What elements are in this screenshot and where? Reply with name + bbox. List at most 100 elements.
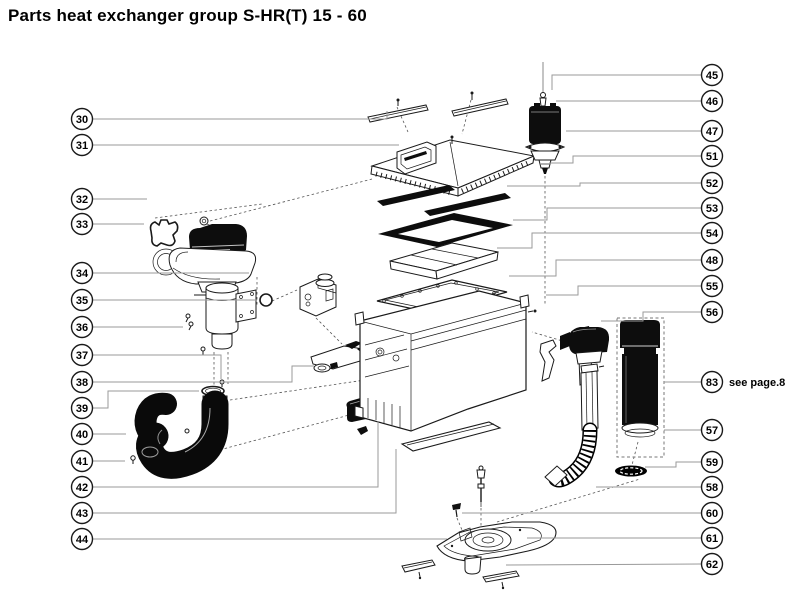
svg-text:57: 57 bbox=[706, 425, 718, 437]
svg-text:48: 48 bbox=[706, 255, 718, 267]
leader-52 bbox=[507, 182, 701, 187]
callout-83[interactable]: 83 see page.8 bbox=[700, 370, 786, 394]
callout-46[interactable]: 46 bbox=[700, 89, 724, 113]
leader-42 bbox=[93, 421, 379, 488]
svg-text:47: 47 bbox=[706, 126, 718, 138]
svg-text:38: 38 bbox=[76, 377, 88, 389]
svg-text:53: 53 bbox=[706, 203, 718, 215]
leader-30 bbox=[93, 111, 388, 120]
leader-37 bbox=[93, 354, 222, 379]
svg-text:44: 44 bbox=[76, 534, 89, 546]
leader-51 bbox=[549, 155, 701, 164]
svg-text:32: 32 bbox=[76, 194, 88, 206]
callout-32[interactable]: 32 bbox=[70, 187, 94, 211]
svg-text:52: 52 bbox=[706, 178, 718, 190]
svg-text:56: 56 bbox=[706, 307, 718, 319]
svg-text:36: 36 bbox=[76, 322, 88, 334]
svg-text:55: 55 bbox=[706, 281, 718, 293]
callout-36[interactable]: 36 bbox=[70, 315, 94, 339]
part-seal-ring bbox=[615, 465, 647, 477]
leader-38 bbox=[93, 365, 314, 383]
callout-59[interactable]: 59 bbox=[700, 450, 724, 474]
exploded-view-illustration bbox=[130, 62, 665, 590]
callout-38[interactable]: 38 bbox=[70, 370, 94, 394]
svg-text:54: 54 bbox=[706, 228, 719, 240]
part-level-electrode bbox=[452, 465, 486, 531]
callout-48[interactable]: 48 bbox=[700, 248, 724, 272]
callout-57[interactable]: 57 bbox=[700, 418, 724, 442]
svg-text:45: 45 bbox=[706, 70, 718, 82]
callout-34[interactable]: 34 bbox=[70, 261, 94, 285]
svg-text:34: 34 bbox=[76, 268, 89, 280]
callout-51[interactable]: 51 bbox=[700, 144, 724, 168]
leader-56 bbox=[601, 311, 701, 322]
svg-text:60: 60 bbox=[706, 508, 718, 520]
leader-53 bbox=[513, 207, 701, 221]
part-top-mounting-bars bbox=[367, 91, 509, 123]
svg-text:58: 58 bbox=[706, 482, 718, 494]
callout-62[interactable]: 62 bbox=[700, 552, 724, 576]
part-flue-elbow bbox=[560, 327, 610, 374]
callout-54[interactable]: 54 bbox=[700, 221, 724, 245]
callout-42[interactable]: 42 bbox=[70, 475, 94, 499]
svg-text:39: 39 bbox=[76, 403, 88, 415]
callout-61[interactable]: 61 bbox=[700, 526, 724, 550]
leader-54 bbox=[497, 232, 701, 249]
callout-37[interactable]: 37 bbox=[70, 343, 94, 367]
callout-note-83: see page.8 bbox=[729, 377, 785, 389]
callout-35[interactable]: 35 bbox=[70, 288, 94, 312]
callout-41[interactable]: 41 bbox=[70, 449, 94, 473]
svg-text:41: 41 bbox=[76, 456, 88, 468]
part-heat-exchanger bbox=[354, 290, 537, 432]
callout-33[interactable]: 33 bbox=[70, 212, 94, 236]
part-flue-tube-hose bbox=[544, 370, 599, 488]
part-flange-nut bbox=[199, 216, 209, 226]
callout-56[interactable]: 56 bbox=[700, 300, 724, 324]
callout-55[interactable]: 55 bbox=[700, 274, 724, 298]
leader-62 bbox=[505, 563, 702, 566]
part-bottom-gasket bbox=[400, 421, 502, 452]
part-bottom-mounting-bars bbox=[401, 559, 520, 590]
svg-text:62: 62 bbox=[706, 559, 718, 571]
svg-text:31: 31 bbox=[76, 140, 88, 152]
callout-43[interactable]: 43 bbox=[70, 501, 94, 525]
callout-44[interactable]: 44 bbox=[70, 527, 94, 551]
callout-39[interactable]: 39 bbox=[70, 396, 94, 420]
svg-text:59: 59 bbox=[706, 457, 718, 469]
svg-text:83: 83 bbox=[706, 377, 718, 389]
svg-text:42: 42 bbox=[76, 482, 88, 494]
part-ignition-electrode bbox=[524, 62, 566, 174]
leader-55 bbox=[546, 285, 701, 296]
part-intake-duct bbox=[130, 390, 229, 479]
part-insulation-panel bbox=[389, 242, 499, 280]
part-oring-small bbox=[259, 293, 273, 307]
part-fan-assembly bbox=[152, 224, 257, 303]
callout-balloons: 30 31 32 33 34 35 36 37 38 39 40 41 42 43 44 45 46 47 51 52… bbox=[70, 63, 786, 576]
callout-40[interactable]: 40 bbox=[70, 422, 94, 446]
svg-text:46: 46 bbox=[706, 96, 718, 108]
svg-text:37: 37 bbox=[76, 350, 88, 362]
part-gas-valve bbox=[299, 273, 337, 317]
callout-58[interactable]: 58 bbox=[700, 475, 724, 499]
callout-60[interactable]: 60 bbox=[700, 501, 724, 525]
callout-52[interactable]: 52 bbox=[700, 171, 724, 195]
svg-text:61: 61 bbox=[706, 533, 718, 545]
part-frame-gasket bbox=[378, 213, 513, 247]
svg-text:43: 43 bbox=[76, 508, 88, 520]
part-condensate-tray bbox=[436, 521, 557, 575]
callout-31[interactable]: 31 bbox=[70, 133, 94, 157]
callout-53[interactable]: 53 bbox=[700, 196, 724, 220]
callout-30[interactable]: 30 bbox=[70, 107, 94, 131]
leader-48 bbox=[509, 259, 701, 277]
callout-45[interactable]: 45 bbox=[700, 63, 724, 87]
svg-text:40: 40 bbox=[76, 429, 88, 441]
part-flue-duct-boxed bbox=[616, 317, 665, 458]
part-fan-gasket bbox=[149, 219, 179, 247]
callout-47[interactable]: 47 bbox=[700, 119, 724, 143]
page-title: Parts heat exchanger group S-HR(T) 15 - … bbox=[8, 6, 367, 25]
svg-text:33: 33 bbox=[76, 219, 88, 231]
leader-lines bbox=[93, 74, 702, 566]
svg-text:51: 51 bbox=[706, 151, 718, 163]
